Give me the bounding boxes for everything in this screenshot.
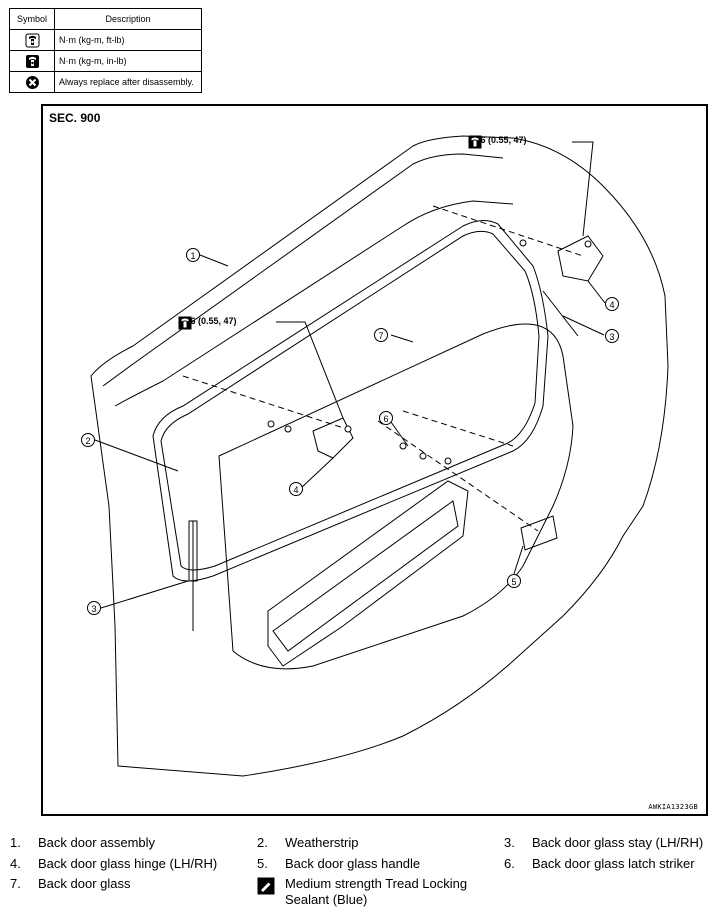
glass-hinge-right bbox=[557, 235, 604, 282]
leader-line bbox=[94, 439, 179, 472]
glass-opening-frame bbox=[152, 220, 549, 582]
part-name: Back door glass stay (LH/RH) bbox=[532, 835, 704, 850]
part-number: 4. bbox=[10, 856, 21, 871]
part-number: 1. bbox=[10, 835, 21, 850]
torque-wrench-inlb-icon bbox=[178, 316, 192, 330]
torque-wrench-inlb-icon bbox=[468, 135, 482, 149]
part-name: Back door assembly bbox=[38, 835, 156, 850]
bolt bbox=[284, 425, 292, 433]
leader-line bbox=[390, 334, 414, 343]
legend-header-symbol: Symbol bbox=[9, 8, 55, 30]
callout-3: 3 bbox=[605, 329, 619, 343]
alignment-line bbox=[377, 420, 539, 532]
torque-spec-lower: 5.36 (0.55, 47) bbox=[178, 316, 237, 330]
legend-symbol-cell bbox=[9, 71, 55, 93]
leader-line bbox=[562, 315, 605, 336]
glass-hinge-left bbox=[312, 417, 354, 459]
list-item: 7. Back door glass bbox=[10, 876, 131, 891]
exploded-diagram: SEC. 900 bbox=[41, 104, 708, 816]
torque-value: 5.36 (0.55, 47) bbox=[178, 316, 237, 326]
bolt bbox=[267, 420, 275, 428]
torque-wrench-icon bbox=[25, 33, 39, 47]
legend-header-description: Description bbox=[54, 8, 202, 30]
glass-stay-right bbox=[542, 290, 579, 337]
part-number: 7. bbox=[10, 876, 21, 891]
list-item: 4. Back door glass hinge (LH/RH) bbox=[10, 856, 217, 871]
door-inner-contour bbox=[114, 200, 514, 407]
callout-2: 2 bbox=[81, 433, 95, 447]
part-number: 6. bbox=[504, 856, 515, 871]
callout-4: 4 bbox=[289, 482, 303, 496]
legend-symbol-cell bbox=[9, 29, 55, 51]
callout-4: 4 bbox=[605, 297, 619, 311]
part-name: Back door glass hinge (LH/RH) bbox=[38, 856, 218, 871]
part-number: 2. bbox=[257, 835, 268, 850]
sealant-description: Medium strength Tread Locking Sealant (B… bbox=[285, 876, 467, 908]
sealant-legend: Medium strength Tread Locking Sealant (B… bbox=[257, 876, 467, 908]
back-door-illustration bbox=[90, 135, 669, 777]
glass-handle bbox=[520, 515, 558, 551]
legend-description: N·m (kg-m, ft-lb) bbox=[54, 29, 202, 51]
leader-line bbox=[587, 280, 606, 304]
section-label: SEC. 900 bbox=[49, 111, 101, 125]
legend-header-row: Symbol Description bbox=[9, 8, 202, 30]
callout-6: 6 bbox=[379, 411, 393, 425]
sealant-line-2: Sealant (Blue) bbox=[285, 892, 368, 907]
bolts bbox=[267, 239, 592, 465]
back-door-outline bbox=[90, 135, 669, 777]
leader-line bbox=[300, 457, 334, 489]
callout-3: 3 bbox=[87, 601, 101, 615]
part-number: 5. bbox=[257, 856, 268, 871]
alignment-line bbox=[432, 205, 584, 257]
figure-code: AWKIA1323GB bbox=[648, 803, 698, 811]
bolt bbox=[584, 240, 592, 248]
legend-symbol-cell bbox=[9, 50, 55, 72]
leader-line bbox=[199, 254, 229, 267]
legend-row: N·m (kg-m, in-lb) bbox=[9, 50, 202, 72]
leader-line bbox=[276, 321, 344, 419]
symbol-legend-table: Symbol Description N·m (kg-m, ft-lb) N·m… bbox=[9, 8, 202, 93]
callout-1: 1 bbox=[186, 248, 200, 262]
callout-7: 7 bbox=[374, 328, 388, 342]
list-item: 1. Back door assembly bbox=[10, 835, 155, 850]
sealant-line-1: Medium strength Tread Locking bbox=[285, 876, 468, 891]
bolt bbox=[344, 425, 352, 433]
legend-description: Always replace after disassembly. bbox=[54, 71, 202, 93]
legend-row: Always replace after disassembly. bbox=[9, 71, 202, 93]
bolt bbox=[519, 239, 527, 247]
leader-line bbox=[572, 141, 594, 237]
list-item: 2. Weatherstrip bbox=[257, 835, 358, 850]
legend-description: N·m (kg-m, in-lb) bbox=[54, 50, 202, 72]
door-upper-edge bbox=[102, 153, 504, 387]
part-name: Back door glass bbox=[38, 876, 131, 891]
leader-line bbox=[100, 580, 189, 609]
bolt bbox=[419, 452, 427, 460]
list-item: 6. Back door glass latch striker bbox=[504, 856, 695, 871]
list-item: 5. Back door glass handle bbox=[257, 856, 420, 871]
weatherstrip bbox=[160, 230, 540, 571]
lower-trim bbox=[272, 500, 459, 652]
leader-line bbox=[390, 421, 409, 447]
torque-spec-upper: 5.36 (0.55, 47) bbox=[468, 135, 527, 149]
license-recess bbox=[267, 480, 469, 667]
callout-5: 5 bbox=[507, 574, 521, 588]
legend-row: N·m (kg-m, ft-lb) bbox=[9, 29, 202, 51]
part-number: 3. bbox=[504, 835, 515, 850]
alignment-line bbox=[402, 410, 514, 447]
glass-stay-left-cylinder bbox=[188, 520, 198, 582]
alignment-lines bbox=[182, 205, 584, 532]
leader-lines bbox=[94, 141, 606, 609]
list-item: 3. Back door glass stay (LH/RH) bbox=[504, 835, 703, 850]
bolt bbox=[444, 457, 452, 465]
bolt bbox=[399, 442, 407, 450]
back-door-glass bbox=[218, 323, 574, 670]
torque-value: 5.36 (0.55, 47) bbox=[468, 135, 527, 145]
sealant-pen-icon bbox=[257, 877, 275, 895]
always-replace-icon bbox=[25, 75, 39, 89]
part-name: Back door glass latch striker bbox=[532, 856, 695, 871]
part-name: Weatherstrip bbox=[285, 835, 359, 850]
part-name: Back door glass handle bbox=[285, 856, 421, 871]
torque-wrench-inlb-icon bbox=[25, 54, 39, 68]
